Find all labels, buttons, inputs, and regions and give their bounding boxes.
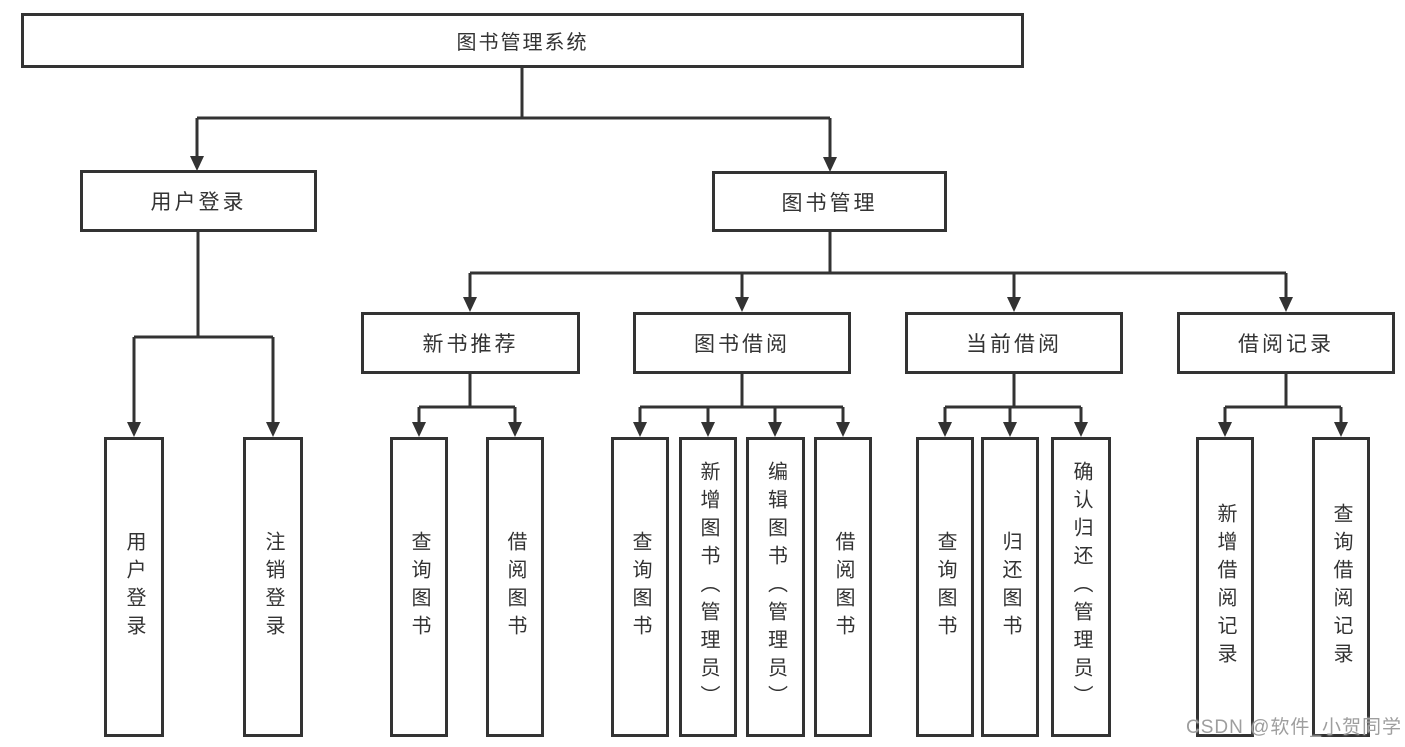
leaf-bb-query-books: 查询图书 <box>611 437 669 737</box>
leaf-cb-confirm-return-admin-label: 确认归还（管理员） <box>1070 461 1092 713</box>
node-borrow-records-label: 借阅记录 <box>1238 333 1334 356</box>
leaf-user-login: 用户登录 <box>104 437 164 737</box>
leaf-bb-edit-books-admin-label: 编辑图书（管理员） <box>764 461 787 713</box>
leaf-nbr-query-books-label: 查询图书 <box>408 531 430 643</box>
leaf-logout: 注销登录 <box>243 437 303 737</box>
leaf-bb-borrow-books: 借阅图书 <box>814 437 872 737</box>
node-user-login-label: 用户登录 <box>150 191 247 214</box>
leaf-user-login-label: 用户登录 <box>123 531 145 643</box>
leaf-cb-query-books-label: 查询图书 <box>934 531 956 643</box>
leaf-br-add-record: 新增借阅记录 <box>1196 437 1254 737</box>
leaf-cb-return-books: 归还图书 <box>981 437 1039 737</box>
leaf-bb-query-books-label: 查询图书 <box>629 531 651 643</box>
leaf-cb-return-books-label: 归还图书 <box>999 531 1021 643</box>
leaf-nbr-query-books: 查询图书 <box>390 437 448 737</box>
leaf-bb-add-books-admin: 新增图书（管理员） <box>679 437 737 737</box>
node-root-label: 图书管理系统 <box>456 32 589 54</box>
node-current-borrow: 当前借阅 <box>905 312 1123 374</box>
node-new-book-recommend-label: 新书推荐 <box>422 333 519 356</box>
leaf-nbr-borrow-books: 借阅图书 <box>486 437 544 737</box>
node-book-mgmt-label: 图书管理 <box>781 191 878 215</box>
leaf-br-query-record: 查询借阅记录 <box>1312 437 1370 737</box>
node-book-mgmt: 图书管理 <box>712 171 947 232</box>
leaf-cb-query-books: 查询图书 <box>916 437 974 737</box>
leaf-bb-add-books-admin-label: 新增图书（管理员） <box>697 461 719 713</box>
leaf-br-query-record-label: 查询借阅记录 <box>1330 503 1352 671</box>
leaf-nbr-borrow-books-label: 借阅图书 <box>504 531 526 643</box>
leaf-cb-confirm-return-admin: 确认归还（管理员） <box>1051 437 1111 737</box>
node-book-borrow: 图书借阅 <box>633 312 851 374</box>
node-user-login: 用户登录 <box>80 170 317 232</box>
leaf-bb-borrow-books-label: 借阅图书 <box>832 531 854 643</box>
leaf-br-add-record-label: 新增借阅记录 <box>1214 503 1236 671</box>
node-root: 图书管理系统 <box>21 13 1024 68</box>
leaf-logout-label: 注销登录 <box>262 531 284 643</box>
node-borrow-records: 借阅记录 <box>1177 312 1395 374</box>
node-book-borrow-label: 图书借阅 <box>694 333 790 356</box>
node-current-borrow-label: 当前借阅 <box>966 333 1062 356</box>
leaf-bb-edit-books-admin: 编辑图书（管理员） <box>746 437 805 737</box>
csdn-watermark: CSDN @软件_小贺同学 <box>1186 717 1402 738</box>
node-new-book-recommend: 新书推荐 <box>361 312 580 374</box>
